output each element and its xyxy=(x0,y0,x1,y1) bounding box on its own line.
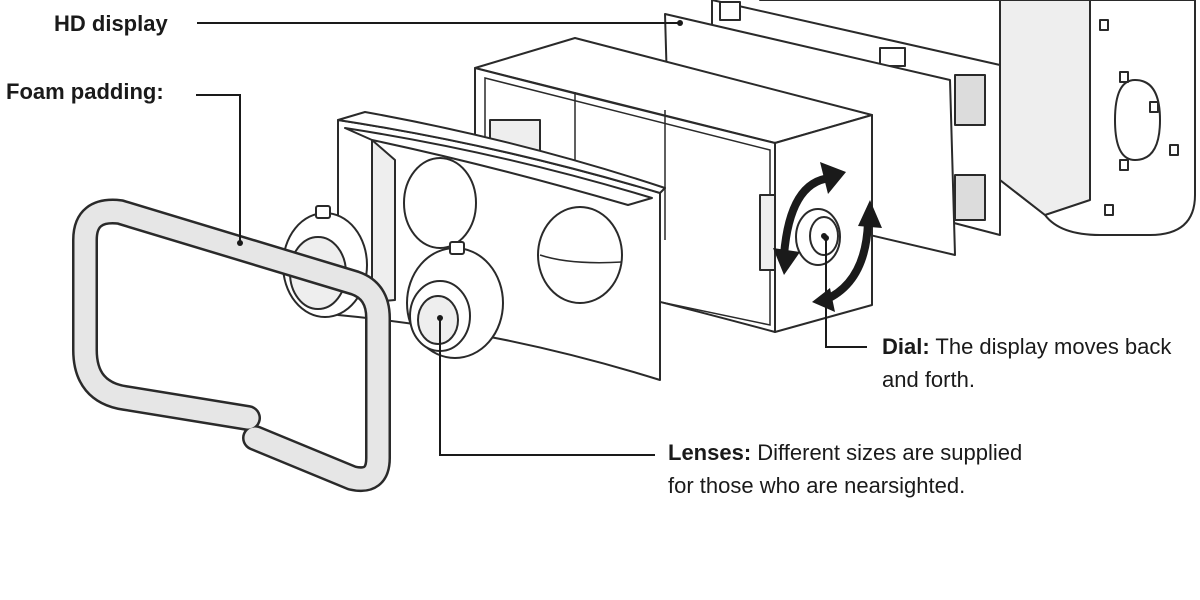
foam-padding-leader xyxy=(196,94,241,243)
dial-label: Dial: The display moves back and forth. xyxy=(882,330,1182,396)
dial-knob xyxy=(795,208,841,266)
lenses-description: Different sizes are supplied for those w… xyxy=(668,440,1023,498)
foam-padding-label: Foam padding: xyxy=(6,75,164,108)
foam-padding-title: Foam padding: xyxy=(6,79,164,104)
lenses-leader xyxy=(439,318,655,456)
hd-display-label: HD display xyxy=(54,7,168,40)
foam-padding xyxy=(72,198,391,492)
dial-description: The display moves back and forth. xyxy=(882,334,1172,392)
dial-leader xyxy=(825,238,867,348)
leader-lines xyxy=(196,20,867,456)
dial-rotation-arrows xyxy=(773,162,882,312)
back-housing xyxy=(759,0,1196,236)
lenses-title: Lenses: xyxy=(668,440,752,465)
dial-title: Dial: xyxy=(882,334,930,359)
hd-display-title: HD display xyxy=(54,11,168,36)
lenses-label: Lenses: Different sizes are supplied for… xyxy=(668,436,1028,502)
